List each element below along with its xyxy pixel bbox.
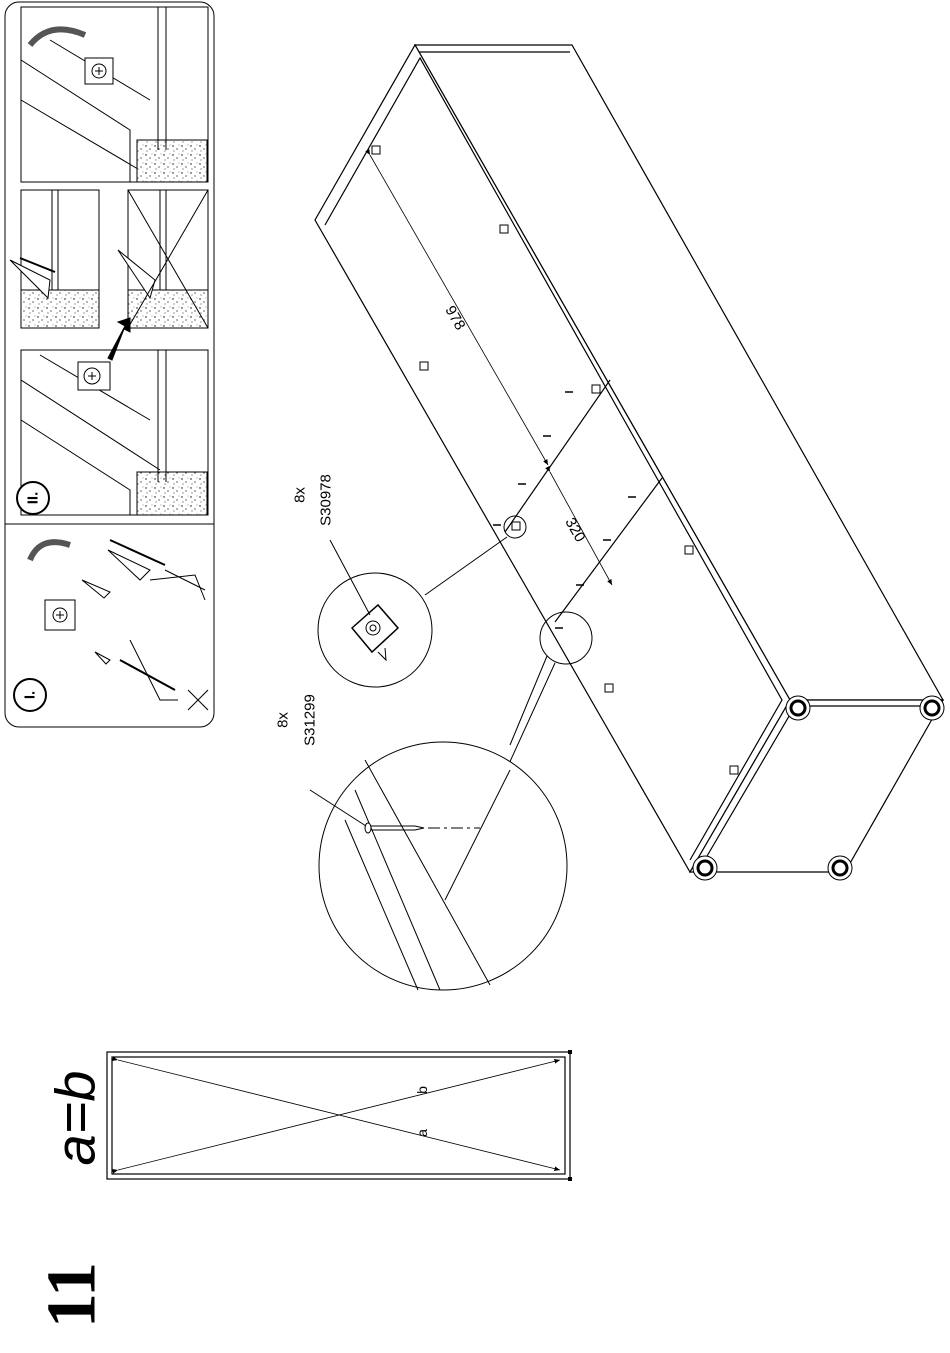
cam-lock-icon [420, 362, 428, 370]
nail-code: S31299 [302, 694, 319, 746]
step-one-text: I. [22, 691, 39, 699]
diagonal-a-label: a [414, 1129, 430, 1137]
cam-lock-zoom-callout [318, 516, 526, 687]
cam-lock-icon [500, 225, 508, 233]
cam-lock-code: S30978 [318, 474, 335, 526]
cam-lock-icon [685, 546, 693, 554]
square-check-diagram [107, 1052, 572, 1179]
step-one-label: I. [14, 679, 46, 711]
nail-qty: 8x [275, 712, 292, 728]
foot-icon [693, 856, 717, 880]
cam-lock-icon [730, 766, 738, 774]
step-two-text: II. [25, 492, 42, 505]
instruction-inset-panel [5, 2, 214, 727]
foot-icon [828, 856, 852, 880]
cam-lock-qty: 8x [292, 487, 309, 503]
step-number: 11 [34, 1262, 111, 1328]
foot-icon [920, 696, 944, 720]
cam-lock-icon [605, 684, 613, 692]
cam-lock-icon [372, 146, 380, 154]
square-check-formula: a=b [44, 1071, 107, 1166]
diagonal-b-label: b [414, 1086, 430, 1094]
cam-lock-icon [512, 522, 520, 530]
foot-icon [786, 696, 810, 720]
cam-lock-icon [592, 385, 600, 393]
step-two-label: II. [17, 482, 49, 514]
